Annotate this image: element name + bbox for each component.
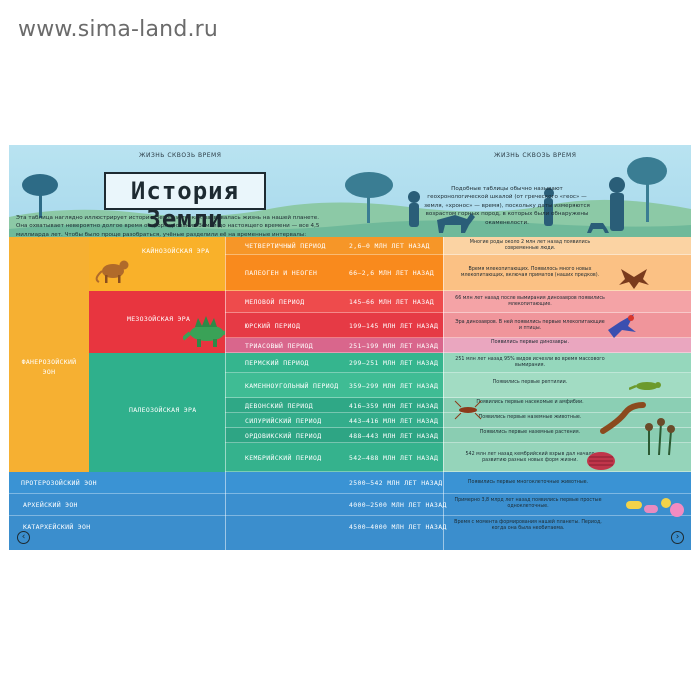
period-devonian-name: Девонский период: [245, 401, 313, 410]
period-cretaceous-date: 145–66 млн лет назад: [349, 298, 434, 306]
era-mesozoic: [89, 291, 225, 353]
title-box: История Земли: [104, 172, 266, 233]
cell-icon: [670, 503, 684, 517]
period-carboniferous-name: Каменноугольный период: [245, 381, 339, 390]
period-silurian-row: [225, 413, 443, 428]
period-ordovician-name: Ордовикский период: [245, 431, 322, 440]
period-permian-row: [225, 353, 443, 373]
period-jurassic-event-cell: [443, 313, 691, 338]
period-triassic-row: [225, 338, 443, 353]
deep-event-2: Примерно 3,8 млрд лет назад появились пе…: [454, 498, 602, 510]
next-page-button[interactable]: ›: [671, 531, 684, 544]
deep-date-1: 2500–542 млн лет назад: [349, 479, 443, 487]
period-triassic-date: 251–199 млн лет назад: [349, 341, 439, 350]
column-separator: [443, 237, 444, 550]
period-jurassic-event: Эра динозавров. В ней появились первые м…: [455, 319, 605, 331]
period-jurassic-row: [225, 313, 443, 338]
stegosaurus-icon: [183, 316, 232, 347]
period-paleogene-neogene-event-cell: [443, 255, 691, 291]
period-paleogene-neogene-name: Палеоген и неоген: [245, 269, 318, 277]
period-cretaceous-event: 66 млн лет назад после вымирания динозав…: [455, 296, 605, 308]
period-silurian-date: 443–416 млн лет назад: [349, 416, 439, 425]
plant-icon: [645, 418, 675, 456]
eon-katarchean-label: Катархейский эон: [23, 523, 91, 531]
eon-archean-label: Архейский эон: [23, 501, 78, 509]
period-quaternary-event: Многие роды около 2 млн лет назад появил…: [469, 240, 591, 252]
period-permian-name: Пермский период: [245, 359, 309, 367]
period-cambrian-event: 542 млн лет назад кембрийский взрыв дал …: [465, 451, 595, 463]
period-cretaceous-row: [225, 291, 443, 313]
era-cenozoic-label: Кайнозойская эра: [142, 247, 210, 255]
period-cambrian-name: Кембрийский период: [245, 453, 322, 462]
period-devonian-event: Появились первые насекомые и амфибии.: [476, 399, 584, 405]
eon-phanerozoic-label: Фанерозойский эон: [21, 358, 77, 377]
period-carboniferous-event: Появились первые рептилии.: [492, 379, 568, 385]
people-silhouette-icon: [408, 177, 625, 233]
period-paleogene-neogene-row: [225, 255, 443, 291]
monkey-icon: [95, 260, 129, 283]
period-silurian-event-cell: [443, 413, 691, 428]
era-cenozoic: [89, 237, 225, 291]
period-ordovician-date: 488–443 млн лет назад: [349, 431, 439, 440]
watermark: www.sima-land.ru: [18, 17, 219, 42]
book-spread: Жизнь сквозь время Жизнь сквозь время Ис…: [9, 145, 691, 550]
note-text: Подобные таблицы обычно называют геохрон…: [424, 186, 590, 226]
period-cambrian-date: 542–488 млн лет назад: [349, 453, 439, 462]
period-silurian-name: Силурийский период: [245, 416, 322, 425]
era-paleozoic: [89, 353, 225, 472]
period-devonian-date: 416–359 млн лет назад: [349, 401, 439, 410]
page-title: История Земли: [130, 177, 240, 233]
period-permian-date: 299–251 млн лет назад: [349, 359, 439, 367]
period-quaternary-row: [225, 237, 443, 255]
era-paleozoic-label: Палеозойская эра: [129, 406, 197, 414]
deep-date-2: 4000–2500 млн лет назад: [349, 501, 447, 509]
column-separator: [225, 237, 226, 550]
eon-archean: [9, 494, 691, 516]
period-silurian-event: Появились первые наземные животные.: [478, 414, 582, 420]
period-jurassic-date: 199–145 млн лет назад: [349, 321, 439, 330]
bat-icon: [619, 269, 649, 289]
period-paleogene-neogene-event: Время млекопитающих. Появилось много нов…: [460, 267, 600, 279]
prev-page-button[interactable]: ‹: [17, 531, 30, 544]
deep-date-3: 4500–4000 млн лет назад: [349, 523, 447, 531]
period-cambrian-row: [225, 443, 443, 472]
period-jurassic-name: Юрский период: [245, 321, 301, 330]
period-triassic-name: Триасовый период: [245, 341, 313, 350]
period-quaternary-date: 2,6–0 млн лет назад: [349, 242, 430, 250]
eon-phanerozoic: [9, 237, 89, 472]
insect-icon: [454, 400, 482, 420]
period-quaternary-name: Четвертичный период: [245, 242, 326, 250]
period-triassic-event-cell: [443, 338, 691, 353]
period-cretaceous-event-cell: [443, 291, 691, 313]
period-permian-event: 251 млн лет назад 95% видов исчезли во в…: [455, 357, 605, 369]
lizard-icon: [629, 382, 661, 391]
deep-event-1: Появились первые многоклеточные животные…: [467, 480, 589, 485]
tree-icon: [22, 174, 58, 218]
period-ordovician-event: Появились первые наземные растения.: [479, 429, 581, 435]
period-carboniferous-row: [225, 373, 443, 398]
eon-proterozoic: [9, 472, 691, 494]
period-quaternary-event-cell: [443, 237, 691, 255]
period-carboniferous-date: 359–299 млн лет назад: [349, 381, 439, 390]
period-permian-event-cell: [443, 353, 691, 373]
running-head-left: Жизнь сквозь время: [139, 152, 222, 159]
period-ordovician-row: [225, 428, 443, 443]
eon-katarchean: [9, 516, 691, 550]
trilobite-icon: [587, 452, 615, 470]
deep-event-3: Время с момента формирования нашей плане…: [454, 520, 602, 532]
running-head-right: Жизнь сквозь время: [494, 152, 577, 159]
millipede-icon: [600, 402, 646, 434]
landscape-illustration: [9, 157, 691, 240]
eon-proterozoic-label: Протерозойский эон: [21, 479, 97, 487]
period-paleogene-neogene-date: 66–2,6 млн лет назад: [349, 269, 434, 277]
period-triassic-event: Появились первые динозавры.: [491, 339, 569, 345]
pterosaur-icon: [608, 314, 636, 338]
era-mesozoic-label: Мезозойская эра: [127, 315, 191, 323]
cells-icon: [626, 498, 671, 513]
period-devonian-row: [225, 398, 443, 413]
period-cretaceous-name: Меловой период: [245, 298, 305, 306]
period-ordovician-event-cell: [443, 428, 691, 443]
